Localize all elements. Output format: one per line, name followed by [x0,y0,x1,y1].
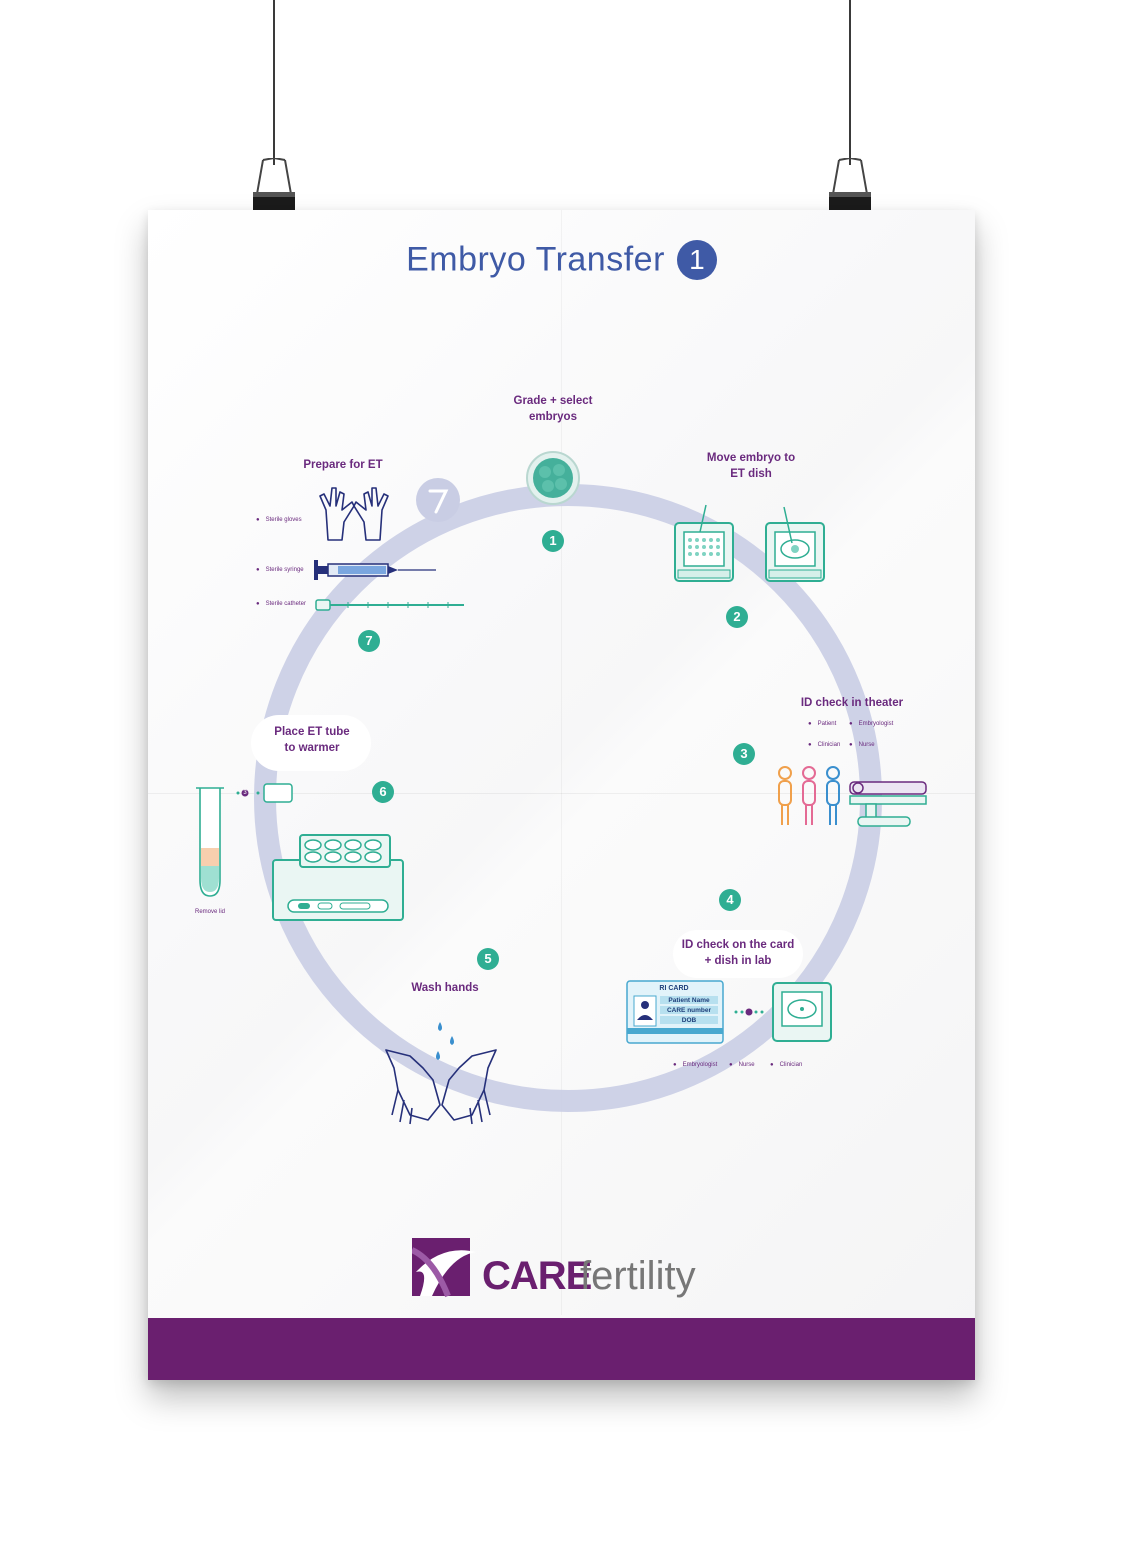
person-label: Clinician [808,742,841,748]
id-card-field: Patient Name [668,997,710,1004]
step-3-number: 3 [733,743,755,765]
catheter-icon [315,599,464,611]
supply-item: Sterile catheter [256,601,306,607]
person-label: Clinician [770,1062,803,1068]
poster-fold-horizontal [148,793,975,794]
id-card-field: CARE number [666,1007,712,1014]
person-label: Nurse [729,1062,755,1068]
tube-icon [196,787,224,897]
person-label: Embryologist [673,1062,718,1068]
step-7-number: 7 [358,630,380,652]
water-drops-icon [436,1022,454,1060]
step-5-number: 5 [477,948,499,970]
poster: Embryo Transfer 1 [148,210,975,1380]
gloves-icon [319,487,389,541]
syringe-icon [314,560,436,580]
person-label: Nurse [849,742,875,748]
step-2-number: 2 [726,606,748,628]
brand-secondary: fertility [580,1254,696,1298]
patient-bed-icon [849,781,927,827]
id-card-field: DOB [681,1017,697,1024]
step-2-label: Move embryo to ET dish [706,452,796,480]
step-7-label: Prepare for ET [303,459,383,471]
hanging-wire-right [849,0,851,165]
person-label: Embryologist [849,721,894,727]
title-number-badge: 1 [676,240,717,280]
embryo-icon [526,451,580,505]
et-dish-icon [765,506,825,582]
step-6-label: Place ET tube to warmer [274,726,350,754]
step-4-number: 4 [719,889,741,911]
step-6-sub-number: 3 [243,790,247,796]
poster-fold-vertical [561,210,562,1315]
person-label: Patient [808,721,837,727]
step-4-label: ID check on the card + dish in lab [681,939,795,967]
supply-item: Sterile syringe [256,567,304,573]
process-diagram [196,451,927,1125]
step-6-number: 6 [372,781,394,803]
supply-item: Sterile gloves [256,517,302,523]
id-card-title: RI CARD [659,985,689,992]
step-1-number: 1 [542,530,564,552]
et-dish-icon [772,982,832,1042]
warmer-icon [272,834,404,921]
arrow-icon [416,478,460,522]
tube-note: Remove lid [194,909,225,915]
footer-band [148,1318,975,1380]
step-5-label: Wash hands [411,982,479,994]
wash-hands-icon [385,1049,497,1125]
brand-primary: CARE [482,1254,592,1298]
id-card-icon [626,980,724,1044]
step-1-label: Grade + select embryos [513,395,593,423]
hanging-wire-left [273,0,275,165]
culture-dish-icon [674,504,734,582]
care-fertility-logo: CARE fertility [412,1230,712,1302]
poster-title-row: Embryo Transfer 1 [148,240,975,280]
step-3-label: ID check in theater [800,697,904,709]
poster-title: Embryo Transfer [406,240,665,279]
care-fertility-logo-icon [412,1238,476,1298]
people-icon [778,766,840,825]
